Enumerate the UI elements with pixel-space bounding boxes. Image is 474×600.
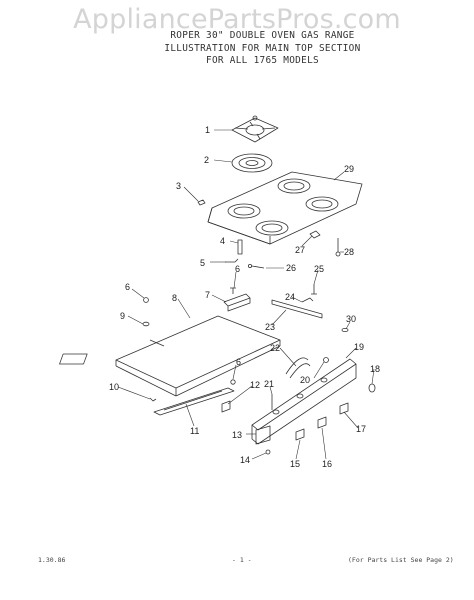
part-gas-tube (285, 357, 329, 379)
callout-13: 13 (232, 430, 242, 440)
callout-6b: 6 (235, 264, 240, 274)
callout-4: 4 (220, 236, 225, 246)
watermark: AppliancePartsPros.com (73, 4, 401, 35)
callout-14: 14 (240, 455, 250, 465)
part-hinge (225, 239, 265, 269)
callout-3: 3 (176, 181, 181, 191)
footer-parts-list-note: (For Parts List See Page 2) (348, 556, 454, 564)
part-clip (197, 199, 206, 206)
callout-16: 16 (322, 459, 332, 469)
part-washer-30 (341, 327, 349, 332)
callout-17: 17 (356, 424, 366, 434)
part-control-knobs (295, 383, 376, 441)
part-screw-6 (143, 287, 236, 385)
callout-20: 20 (300, 375, 310, 385)
callout-2: 2 (204, 155, 209, 165)
part-manifold-panel (251, 358, 357, 445)
part-valve-bracket (255, 425, 271, 455)
callout-5: 5 (200, 258, 205, 268)
title-line-2: ILLUSTRATION FOR MAIN TOP SECTION (164, 42, 361, 54)
callout-26: 26 (286, 263, 296, 273)
part-burner-box (59, 315, 281, 397)
part-screw-25 (311, 284, 317, 295)
part-grommet (142, 321, 150, 327)
callout-22: 22 (270, 343, 280, 353)
callout-6a: 6 (125, 282, 130, 292)
callout-7: 7 (205, 290, 210, 300)
callout-labels: 1 2 3 4 5 6 6 6 7 8 9 10 11 12 13 14 15 … (109, 125, 380, 469)
callout-1: 1 (205, 125, 210, 135)
part-top-bracket (309, 230, 321, 239)
callout-30: 30 (346, 314, 356, 324)
title-line-3: FOR ALL 1765 MODELS (206, 55, 319, 66)
callout-18: 18 (370, 364, 380, 374)
callout-24: 24 (285, 292, 295, 302)
part-rail-23 (271, 297, 323, 319)
callout-6c: 6 (236, 357, 241, 367)
part-burner-cap (231, 115, 279, 143)
callout-19: 19 (354, 342, 364, 352)
part-bracket-7 (223, 293, 251, 312)
part-main-top (207, 171, 363, 245)
callout-27: 27 (295, 245, 305, 255)
callout-25: 25 (314, 264, 324, 274)
callout-15: 15 (290, 459, 300, 469)
footer-page-number: - 1 - (232, 556, 252, 564)
part-support-rail (149, 387, 235, 416)
footer-date: 1.30.86 (38, 556, 66, 564)
part-burner-bowl (231, 153, 273, 173)
callout-9: 9 (120, 311, 125, 321)
callout-11: 11 (190, 426, 199, 436)
part-clip-12 (221, 400, 231, 413)
part-screw-28 (335, 238, 341, 257)
callout-12: 12 (250, 380, 260, 390)
callout-10: 10 (109, 382, 119, 392)
callout-23: 23 (265, 322, 275, 332)
callout-8: 8 (172, 293, 177, 303)
leader-lines (117, 129, 375, 460)
diagram-title: ROPER 30" DOUBLE OVEN GAS RANGE ILLUSTRA… (140, 30, 385, 68)
title-line-1: ROPER 30" DOUBLE OVEN GAS RANGE (170, 30, 355, 41)
callout-21: 21 (264, 379, 274, 389)
callout-28: 28 (344, 247, 354, 257)
callout-29: 29 (344, 164, 354, 174)
